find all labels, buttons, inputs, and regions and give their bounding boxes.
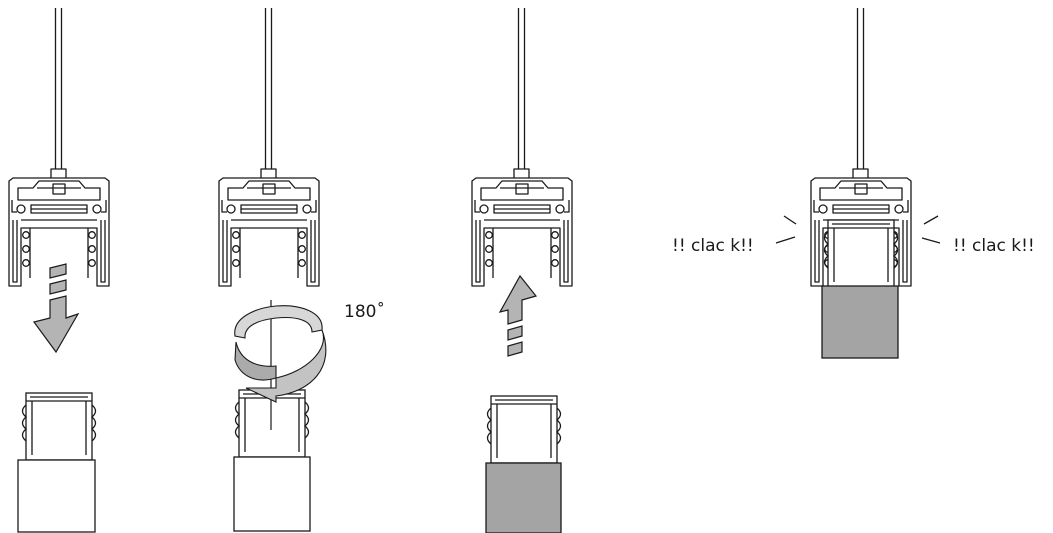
adapter-head-3 [486, 395, 562, 464]
click-lines-left-icon [775, 215, 797, 244]
adapter-head-1 [21, 392, 97, 461]
arrow-up-icon [498, 274, 538, 357]
step-3-push-up [471, 7, 573, 533]
arrow-down-icon [32, 263, 80, 354]
click-label-left: !! clac k!! [672, 236, 754, 256]
rotate-180-icon [234, 305, 327, 403]
adapter-housing-2 [233, 456, 311, 532]
track-rail-1 [8, 7, 110, 287]
step-2-rotate [218, 7, 327, 532]
adapter-housing-1 [17, 459, 96, 533]
track-rail-3 [471, 7, 573, 287]
adapter-housing-4 [821, 285, 899, 359]
rotation-angle-label: 180˚ [344, 302, 385, 322]
track-rail-2 [218, 7, 320, 287]
adapter-head-4 [823, 219, 899, 288]
adapter-housing-3 [485, 462, 562, 533]
click-lines-right-icon [921, 215, 941, 244]
step-1-insert [8, 7, 110, 533]
click-label-right: !! clac k!! [953, 236, 1035, 256]
step-4-locked [775, 7, 941, 359]
